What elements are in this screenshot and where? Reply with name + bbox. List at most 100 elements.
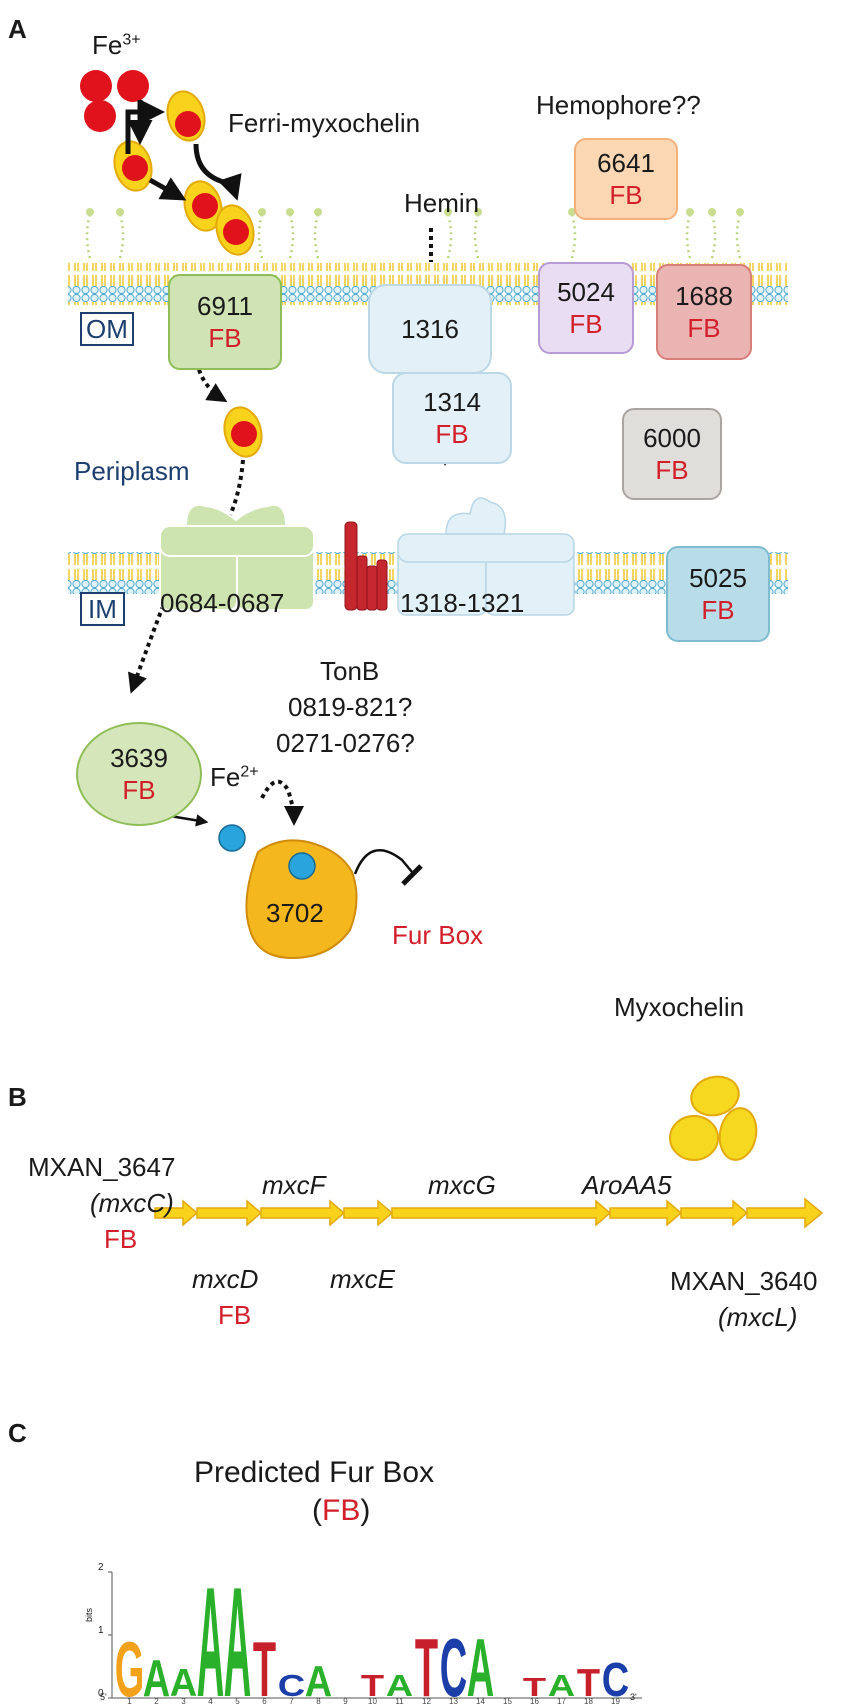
fur-3702-label: 3702 [266, 898, 324, 928]
logo-letter: C [278, 1669, 305, 1703]
logo-letter: A [170, 1662, 197, 1704]
logo-letter: A [305, 1657, 332, 1704]
logo-position-label: 19 [611, 1697, 620, 1704]
logo-position-label: 13 [449, 1697, 458, 1704]
tonb-shape [344, 521, 388, 611]
mxcF-label: mxcF [262, 1170, 326, 1200]
logo-letter: A [386, 1669, 413, 1703]
myxochelin-shape [669, 1075, 758, 1161]
om-label: OM [80, 312, 134, 346]
mxcD-fb-label: FB [218, 1300, 252, 1330]
logo-letter: T [523, 1673, 546, 1702]
mxcC-label: (mxcC) [90, 1188, 174, 1218]
mxan3647-label: MXAN_3647 [28, 1152, 176, 1182]
mxcE-label: mxcE [330, 1264, 395, 1294]
fur-box-label: Fur Box [392, 920, 484, 950]
myxochelin-label: Myxochelin [614, 992, 745, 1022]
tonb-locus-1: 0819-821? [288, 692, 413, 722]
logo-5prime: 5' [100, 1692, 107, 1702]
mxcC-fb-label: FB [104, 1224, 138, 1254]
logo-axes [108, 1571, 642, 1699]
logo-letter: A [197, 1556, 224, 1704]
logo-position-label: 2 [154, 1697, 159, 1704]
logo-position-label: 3 [181, 1697, 186, 1704]
logo-subtitle: (FB) [312, 1494, 371, 1527]
tonb-label: TonB [320, 656, 380, 686]
transporter-1318-label: 1318-1321 [400, 588, 525, 618]
logo-3prime: 3' [630, 1692, 637, 1702]
logo-position-label: 11 [395, 1697, 404, 1704]
mxcG-label: mxcG [428, 1170, 496, 1200]
hemophore-label: Hemophore?? [536, 90, 701, 120]
logo-letter: A [224, 1556, 251, 1704]
logo-letter: A [143, 1649, 170, 1704]
abc-transporter-0684 [159, 504, 315, 611]
logo-position-label: 6 [262, 1697, 267, 1704]
logo-letter: G [115, 1626, 145, 1704]
logo-title: Predicted Fur Box [194, 1456, 435, 1489]
logo-position-label: 5 [235, 1697, 240, 1704]
logo-tick-2: 2 [98, 1562, 104, 1573]
aroAA5-label: AroAA5 [582, 1170, 672, 1200]
panel-label-b: B [8, 1082, 27, 1112]
fe3-capture-arrows [125, 99, 242, 201]
fe2-ion-free [218, 824, 246, 852]
panel-label-a: A [8, 14, 27, 44]
fur-protein-3702 [245, 839, 358, 960]
ferri-myxochelin-label: Ferri-myxochelin [228, 108, 421, 138]
logo-position-label: 4 [208, 1697, 213, 1704]
logo-position-label: 17 [557, 1697, 566, 1704]
fe2-label: Fe2+ [210, 762, 259, 792]
logo-tick-0: 0 [98, 1688, 104, 1699]
logo-position-label: 1 [127, 1697, 132, 1704]
fe2-ion-bound [288, 852, 316, 880]
logo-position-label: 12 [422, 1697, 431, 1704]
logo-position-label: 18 [584, 1697, 593, 1704]
logo-letter: A [548, 1669, 575, 1703]
logo-position-label: 9 [343, 1697, 348, 1704]
panel-label-c: C [8, 1418, 27, 1448]
logo-position-label: 16 [530, 1697, 539, 1704]
logo-position-label: 14 [476, 1697, 485, 1704]
mxcL-label: (mxcL) [718, 1302, 798, 1332]
lps-layer [85, 213, 742, 259]
logo-tick-1: 1 [98, 1625, 104, 1636]
logo-position-label: 10 [368, 1697, 377, 1704]
repression-bar [401, 864, 423, 886]
periplasm-label: Periplasm [74, 456, 190, 486]
logo-letter: C [440, 1621, 467, 1704]
repression-line [353, 849, 413, 875]
mxan3640-label: MXAN_3640 [670, 1266, 818, 1296]
logo-position-label: 8 [316, 1697, 321, 1704]
logo-position-label: 15 [503, 1697, 512, 1704]
logo-letter: T [361, 1669, 384, 1703]
ferri-myxochelin-particles [113, 90, 263, 458]
logo-letter: C [602, 1654, 629, 1704]
abc-transporter-1318 [397, 497, 575, 616]
tonb-locus-2: 0271-0276? [276, 728, 415, 758]
protein-1316: 1316 [368, 284, 492, 374]
logo-letter: T [415, 1621, 438, 1704]
logo-letter: T [577, 1662, 601, 1704]
transporter-0684-label: 0684-0687 [160, 588, 285, 618]
fe3-label: Fe3+ [92, 30, 141, 60]
logo-position-label: 7 [289, 1697, 294, 1704]
logo-y-axis-label: bits [84, 1607, 95, 1623]
im-label: IM [80, 592, 125, 626]
hemin-label: Hemin [404, 188, 480, 218]
fe3-iron-particles [80, 70, 149, 132]
logo-letter: A [467, 1621, 494, 1704]
logo-letter: T [253, 1626, 276, 1704]
gene-cluster [154, 1197, 824, 1229]
mxcD-label: mxcD [192, 1264, 259, 1294]
